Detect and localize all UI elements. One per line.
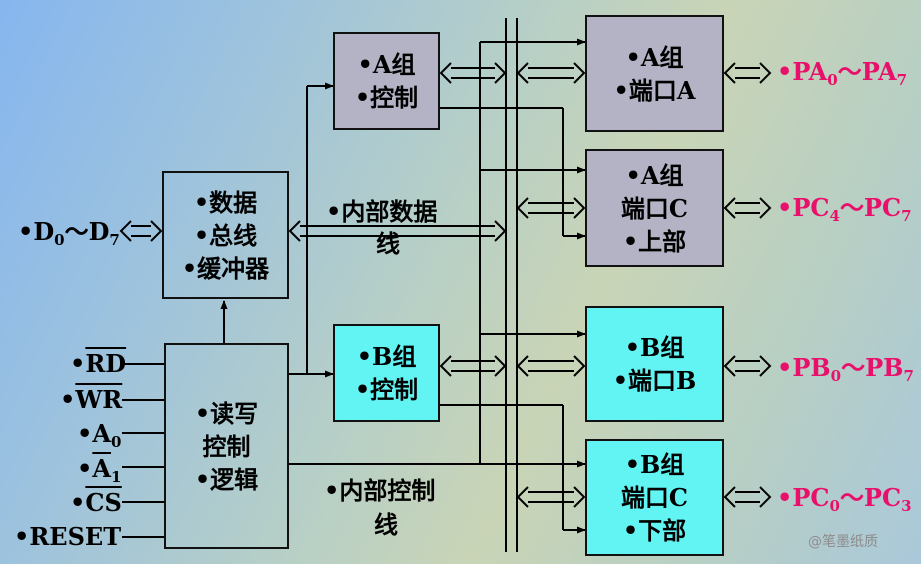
bus-to-port-b-arrow — [516, 355, 586, 377]
port-c-lower-block: •B组 端口C •下部 — [585, 439, 724, 556]
internal-data-bus-lines — [505, 18, 518, 552]
port-c-upper-block: •A组 端口C •上部 — [585, 149, 724, 267]
wr-signal-label: •WR — [60, 385, 123, 414]
data-bus-buffer-block: •数据 •总线 •缓冲器 — [162, 171, 289, 299]
port-c-upper-line1: •A组 — [625, 160, 684, 190]
group-a-control-line1: •A组 — [357, 50, 416, 79]
d-bus-to-buffer-arrow — [119, 220, 163, 242]
internal-control-bus-line1: •内部控制 — [324, 476, 436, 505]
read-write-logic-block: •读写 控制 •逻辑 — [164, 343, 289, 549]
pc-upper-port-label: •PC4～PC7 — [777, 193, 912, 225]
internal-data-bus-line2: 线 — [376, 229, 400, 258]
group-b-control-line1: •B组 — [356, 342, 417, 371]
pb-port-label: •PB0～PB7 — [777, 353, 914, 385]
group-a-control-line2: •控制 — [354, 83, 419, 112]
port-c-lower-line3: •下部 — [622, 516, 687, 545]
group-a-control-block: •A组 •控制 — [333, 32, 440, 130]
internal-data-bus-line1: •内部数据 — [326, 197, 438, 226]
b-ctrl-bus-arrow — [439, 355, 507, 377]
a1-signal-label: •A1 — [77, 454, 122, 486]
buffer-line2: •总线 — [193, 220, 258, 250]
buffer-line3: •缓冲器 — [181, 253, 270, 283]
pc-lower-port-label: •PC0～PC3 — [777, 483, 912, 515]
port-b-block: •B组 •端口B — [585, 306, 724, 422]
bus-to-port-c-upper-arrow — [516, 197, 586, 219]
port-c-lower-line1: •B组 — [624, 450, 685, 479]
port-c-lower-line2: 端口C — [620, 483, 689, 512]
group-b-control-block: •B组 •控制 — [333, 324, 440, 422]
rw-logic-line2: 控制 — [202, 431, 251, 461]
a-ctrl-bus-arrow — [439, 62, 507, 84]
internal-control-bus-label: •内部控制 线 — [324, 474, 435, 542]
rw-logic-line1: •读写 — [194, 398, 259, 428]
rd-signal-label: •RD — [70, 349, 127, 378]
port-b-external-arrow — [723, 355, 772, 377]
port-a-block: •A组 •端口A — [585, 15, 724, 132]
port-c-upper-external-arrow — [723, 197, 772, 219]
bus-to-port-c-lower-arrow — [516, 486, 586, 508]
a0-signal-label: •A0 — [77, 419, 122, 451]
cs-signal-label: •CS — [70, 488, 122, 517]
internal-control-bus-line2: 线 — [374, 510, 398, 539]
port-c-lower-external-arrow — [723, 486, 772, 508]
data-bus-d0-d7-label: •D0～D7 — [18, 217, 120, 249]
port-c-upper-line3: •上部 — [622, 226, 687, 256]
buffer-line1: •数据 — [193, 187, 258, 217]
watermark-text: @笔墨纸质 — [808, 534, 878, 550]
buffer-to-internal-bus-arrow — [288, 220, 507, 242]
port-b-line2: •端口B — [612, 366, 697, 395]
bus-to-port-a-arrow — [516, 62, 586, 84]
pa-port-label: •PA0～PA7 — [777, 57, 908, 89]
port-a-external-arrow — [723, 62, 772, 84]
internal-data-bus-label: •内部数据 线 — [326, 196, 437, 260]
group-b-control-line2: •控制 — [354, 375, 419, 404]
port-a-line2: •端口A — [613, 75, 696, 105]
port-c-upper-line2: 端口C — [620, 193, 689, 223]
rw-logic-line3: •逻辑 — [194, 464, 259, 494]
reset-signal-label: •RESET — [14, 522, 122, 551]
port-b-line1: •B组 — [624, 333, 685, 362]
port-a-line1: •A组 — [625, 42, 684, 72]
